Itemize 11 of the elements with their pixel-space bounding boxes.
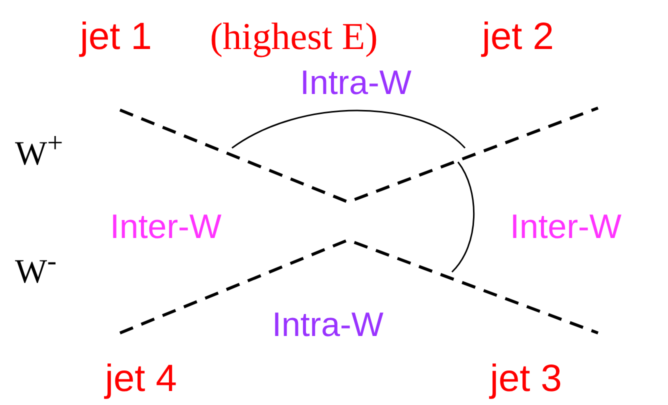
jet-label: jet 3 (490, 360, 562, 398)
intra-w-label: Intra-W (300, 66, 412, 100)
jet-label: jet 2 (482, 18, 554, 56)
boson-label: W$^{-}$ (15, 248, 57, 290)
inter-w-label: Inter-W (510, 210, 622, 244)
boson-label: W$^{+}$ (15, 130, 64, 172)
jet-label: jet 4 (105, 360, 177, 398)
jet-label: jet 1 (80, 18, 152, 56)
energy-note: (highest E) (210, 18, 378, 56)
intra-w-label: Intra-W (272, 308, 384, 342)
inter-w-label: Inter-W (110, 210, 222, 244)
